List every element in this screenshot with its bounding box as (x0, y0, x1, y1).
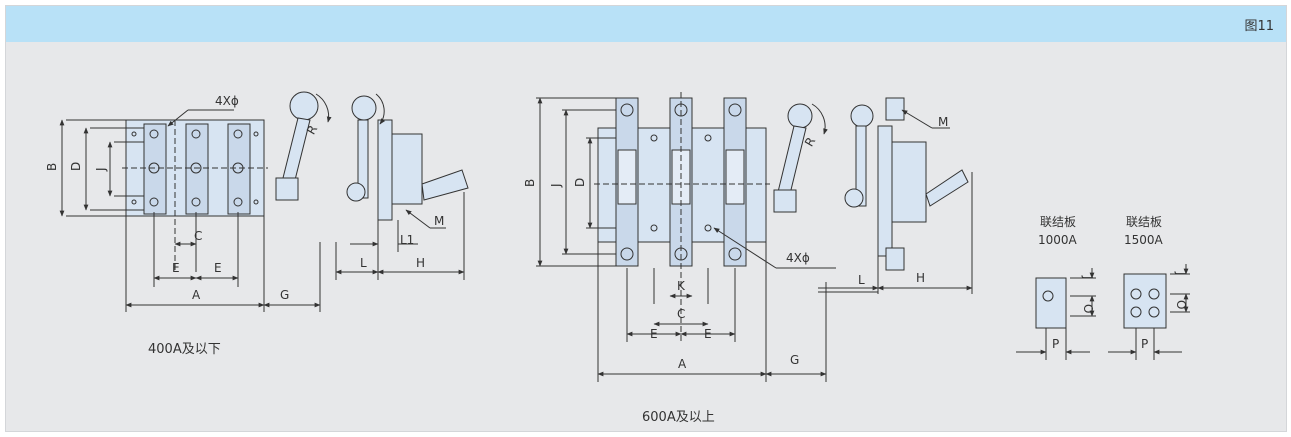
large-r-label: R (802, 135, 818, 149)
technical-drawing: 4Xϕ R B D J C E E A G (6, 42, 1288, 433)
large-h-label: H (916, 271, 925, 285)
small-d-label: D (69, 162, 83, 171)
large-e1-label: E (650, 327, 658, 341)
large-front-view (536, 92, 836, 382)
small-j-label: J (94, 167, 108, 172)
link-plate-p1-label: P (1052, 337, 1059, 351)
caption-400a: 400A及以下 (148, 342, 221, 357)
large-g-label: G (790, 353, 799, 367)
small-h-label: H (416, 256, 425, 270)
small-m-label: M (434, 214, 444, 228)
drawing-svg: 4Xϕ R B D J C E E A G (45, 91, 1190, 382)
link-plate-ampere-1500a: 1500A (1124, 233, 1164, 247)
small-side-view (335, 93, 469, 280)
header-bar: 图11 (6, 6, 1286, 42)
large-j-label: J (549, 183, 563, 188)
link-plate-p2-label: P (1141, 337, 1148, 351)
large-k-label: K (677, 279, 686, 293)
small-l-label: L (360, 256, 367, 270)
caption-600a: 600A及以上 (642, 410, 715, 425)
small-e2-label: E (214, 261, 222, 275)
large-holes-label: 4Xϕ (786, 251, 810, 265)
link-plate-ampere-1000a: 1000A (1038, 233, 1078, 247)
link-plate-j2-label: J (1174, 271, 1188, 276)
link-plate-title-1: 联结板 (1040, 215, 1076, 229)
small-holes-label: 4Xϕ (215, 94, 239, 108)
link-plate-title-2: 联结板 (1126, 215, 1162, 229)
small-a-label: A (192, 288, 201, 302)
large-d-label: D (573, 178, 587, 187)
large-b-label: B (523, 179, 537, 187)
large-side-view (818, 97, 973, 294)
link-plate-o2-label: O (1174, 300, 1188, 309)
small-front-view (59, 91, 332, 312)
large-e2-label: E (704, 327, 712, 341)
small-b-label: B (45, 163, 59, 171)
link-plate-j1-label: J (1081, 275, 1095, 280)
link-plate-o1-label: O (1081, 304, 1095, 313)
link-plate-1500a (1108, 264, 1190, 360)
link-plate-1000a (1016, 268, 1096, 360)
large-l-label: L (858, 273, 865, 287)
small-l1-label: L1 (400, 233, 414, 247)
small-e1-label: E (172, 261, 180, 275)
figure-frame: 图11 (5, 5, 1287, 432)
large-m-label: M (938, 115, 948, 129)
large-a-label: A (678, 357, 687, 371)
large-c-label: C (677, 307, 685, 321)
small-g-label: G (280, 288, 289, 302)
small-c-label: C (194, 229, 202, 243)
figure-label: 图11 (1244, 19, 1274, 34)
